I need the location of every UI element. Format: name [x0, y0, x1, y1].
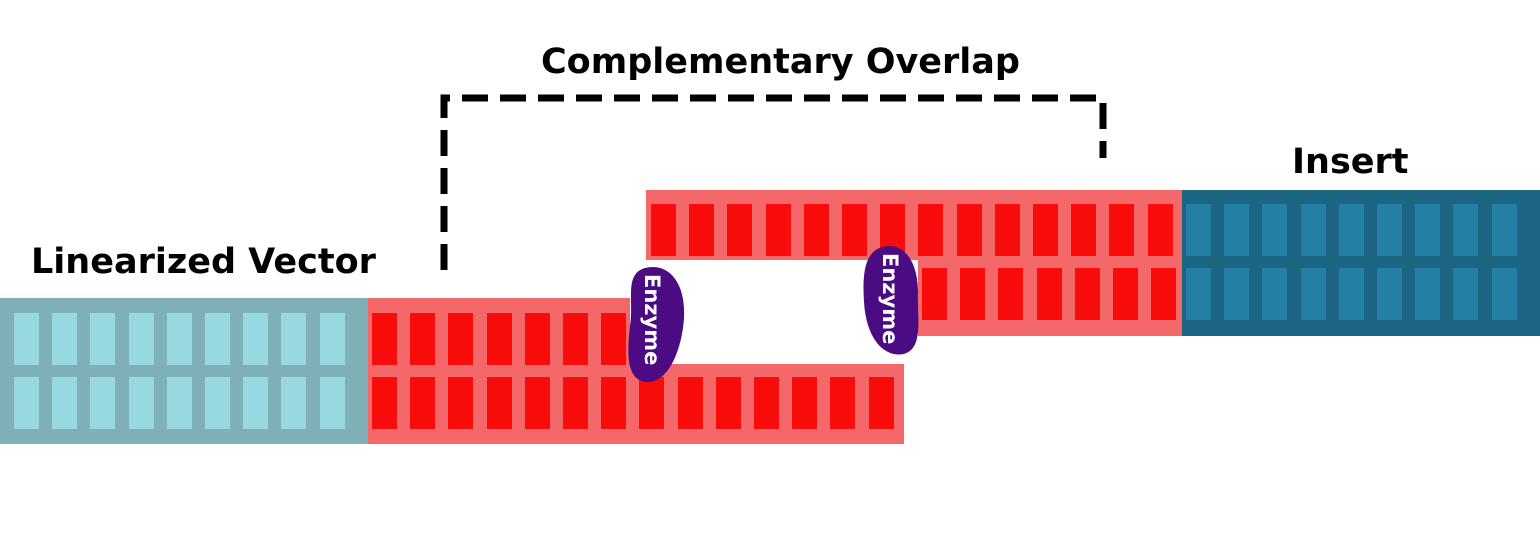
- insert-base: [1453, 268, 1478, 320]
- overlap-base: [651, 204, 676, 256]
- vector-base: [320, 377, 345, 429]
- vector-base: [243, 313, 268, 365]
- vector-base: [14, 377, 39, 429]
- insert-base: [1453, 204, 1478, 256]
- vector-base: [90, 377, 115, 429]
- overlap-bracket: [440, 94, 1107, 270]
- insert-base: [1262, 204, 1287, 256]
- insert-base: [1224, 204, 1249, 256]
- vector-base: [205, 313, 230, 365]
- insert-base: [1186, 268, 1211, 320]
- overlap-base: [727, 204, 752, 256]
- overlap-base: [372, 377, 397, 429]
- linearized-vector-label: Linearized Vector: [31, 242, 376, 282]
- overlap-base: [869, 377, 894, 429]
- vector-base: [52, 377, 77, 429]
- insert-base: [1186, 204, 1211, 256]
- overlap-base: [1037, 268, 1062, 320]
- overlap-base: [1071, 204, 1096, 256]
- vector-base: [129, 313, 154, 365]
- vector-base: [320, 313, 345, 365]
- insert-base: [1301, 268, 1326, 320]
- vector-base: [281, 313, 306, 365]
- enzyme-left: Enzyme: [628, 266, 685, 383]
- overlap-base: [1109, 204, 1134, 256]
- vector-base: [14, 313, 39, 365]
- overlap-base: [487, 313, 512, 365]
- overlap-base: [678, 377, 703, 429]
- overlap-base: [448, 377, 473, 429]
- insert-base: [1301, 204, 1326, 256]
- overlap-base: [922, 268, 947, 320]
- overlap-base: [766, 204, 791, 256]
- vector-base: [205, 377, 230, 429]
- overlap-base: [998, 268, 1023, 320]
- insert-base: [1339, 268, 1364, 320]
- overlap-base: [1151, 268, 1176, 320]
- insert-base: [1492, 268, 1517, 320]
- overlap-base: [525, 313, 550, 365]
- enzyme-right: Enzyme: [863, 245, 919, 355]
- overlap-base: [995, 204, 1020, 256]
- insert-base: [1377, 204, 1402, 256]
- enzyme-left-label: Enzyme: [640, 274, 664, 365]
- insert-base: [1492, 204, 1517, 256]
- overlap-base: [754, 377, 779, 429]
- overlap-base: [1113, 268, 1138, 320]
- overlap-base: [842, 204, 867, 256]
- base-pairs: [14, 204, 1517, 429]
- overlap-base: [960, 268, 985, 320]
- overlap-base: [689, 204, 714, 256]
- insert-label: Insert: [1292, 142, 1409, 182]
- insert-base: [1262, 268, 1287, 320]
- insert-base: [1377, 268, 1402, 320]
- overlap-base: [792, 377, 817, 429]
- vector-base: [243, 377, 268, 429]
- insert-base: [1224, 268, 1249, 320]
- overlap-base: [487, 377, 512, 429]
- overlap-base: [563, 313, 588, 365]
- overlap-base: [918, 204, 943, 256]
- overlap-base: [1033, 204, 1058, 256]
- vector-base: [167, 313, 192, 365]
- insert-base: [1415, 204, 1440, 256]
- overlap-base: [601, 377, 626, 429]
- vector-base: [129, 377, 154, 429]
- vector-base: [281, 377, 306, 429]
- overlap-base: [525, 377, 550, 429]
- insert-base: [1339, 204, 1364, 256]
- overlap-base: [410, 377, 435, 429]
- vector-base: [52, 313, 77, 365]
- complementary-overlap-label: Complementary Overlap: [541, 42, 1020, 82]
- overlap-base: [639, 377, 664, 429]
- enzyme-left-shape: [628, 266, 685, 383]
- overlap-base: [957, 204, 982, 256]
- enzyme-right-label: Enzyme: [878, 253, 902, 344]
- overlap-base: [830, 377, 855, 429]
- overlap-base: [410, 313, 435, 365]
- overlap-base: [563, 377, 588, 429]
- enzyme-right-shape: [863, 245, 919, 355]
- overlap-base: [1075, 268, 1100, 320]
- overlap-base: [372, 313, 397, 365]
- overlap-base: [716, 377, 741, 429]
- vector-base: [167, 377, 192, 429]
- overlap-base: [804, 204, 829, 256]
- vector-base: [90, 313, 115, 365]
- overlap-base: [601, 313, 626, 365]
- overlap-base: [448, 313, 473, 365]
- overlap-base: [1148, 204, 1173, 256]
- insert-base: [1415, 268, 1440, 320]
